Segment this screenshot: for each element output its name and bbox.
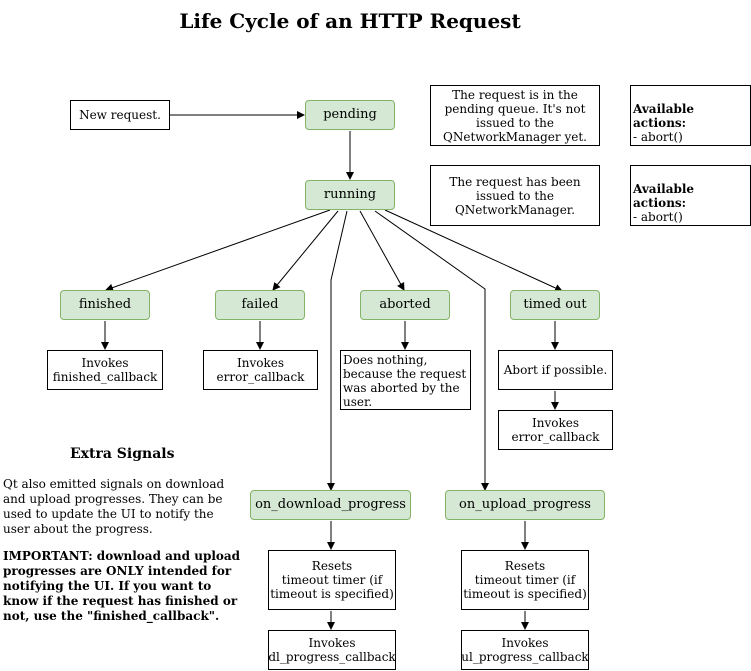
node-invokes-dl-progress-callback: Invokes dl_progress_callback	[268, 630, 396, 670]
node-resets-timer-download: Resets timeout timer (if timeout is spec…	[268, 550, 396, 610]
node-does-nothing: Does nothing, because the request was ab…	[340, 350, 471, 410]
signal-on-upload-progress: on_upload_progress	[445, 490, 605, 520]
node-invokes-finished-callback: Invokes finished_callback	[47, 350, 163, 390]
state-timed-out: timed out	[510, 290, 600, 320]
running-actions-item: - abort()	[633, 210, 683, 224]
running-available-actions: Available actions: - abort()	[630, 165, 751, 226]
edge-running-to-finished	[105, 209, 331, 292]
edge-running-to-download	[327, 210, 348, 491]
node-invokes-error-callback-timeout: Invokes error_callback	[498, 410, 613, 450]
state-running: running	[305, 180, 395, 210]
edge-running-to-failed	[272, 210, 339, 291]
edge-running-to-aborted	[359, 210, 405, 291]
pending-actions-heading: Available actions:	[633, 102, 695, 130]
pending-description: The request is in the pending queue. It'…	[430, 85, 600, 146]
pending-available-actions: Available actions: - abort()	[630, 85, 751, 146]
edge-running-to-timedout	[384, 209, 563, 292]
running-actions-heading: Available actions:	[633, 182, 695, 210]
node-invokes-error-callback: Invokes error_callback	[203, 350, 318, 390]
state-failed: failed	[215, 290, 305, 320]
state-aborted: aborted	[360, 290, 450, 320]
running-description: The request has been issued to the QNetw…	[430, 165, 600, 226]
state-finished: finished	[60, 290, 150, 320]
edge-running-to-upload	[374, 210, 489, 491]
signal-on-download-progress: on_download_progress	[250, 490, 411, 520]
node-new-request: New request.	[70, 100, 170, 130]
node-invokes-ul-progress-callback: Invokes ul_progress_callback	[461, 630, 589, 670]
state-pending: pending	[305, 100, 395, 130]
node-abort-if-possible: Abort if possible.	[498, 350, 613, 390]
extra-signals-heading: Extra Signals	[70, 446, 175, 462]
node-resets-timer-upload: Resets timeout timer (if timeout is spec…	[461, 550, 589, 610]
diagram-title: Life Cycle of an HTTP Request	[179, 9, 521, 33]
extra-signals-important: IMPORTANT: download and upload progresse…	[3, 549, 241, 623]
extra-signals-body: Qt also emitted signals on download and …	[3, 477, 225, 536]
pending-actions-item: - abort()	[633, 130, 683, 144]
